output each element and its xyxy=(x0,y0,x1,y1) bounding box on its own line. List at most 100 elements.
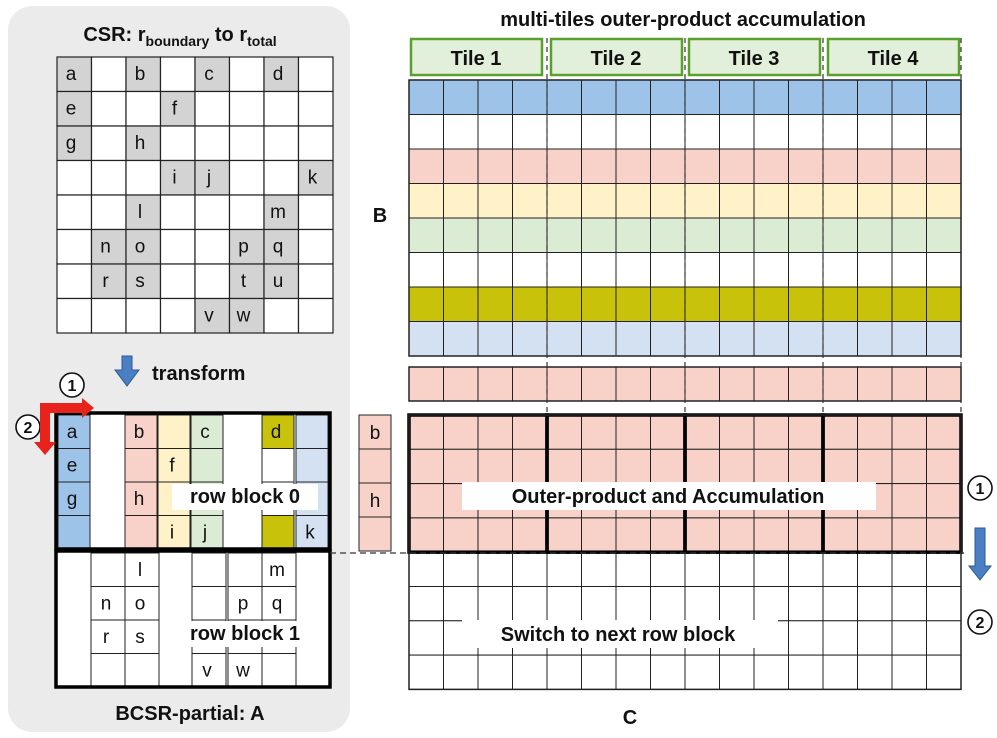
b-cell xyxy=(788,114,824,150)
bcsr-block1-cell xyxy=(90,653,126,688)
bcsr-a-label: a xyxy=(67,422,78,443)
b-cell xyxy=(615,217,651,253)
outer-label-bg xyxy=(462,482,876,510)
b-cell xyxy=(719,321,755,357)
c-cell xyxy=(581,517,617,553)
b-cell xyxy=(926,79,962,115)
outer-product-label: Outer-product and Accumulation xyxy=(512,486,825,508)
csr-cell xyxy=(159,159,196,196)
bcsr-a-label: g xyxy=(67,489,78,510)
bcsr-title: BCSR-partial: A xyxy=(115,703,264,725)
b-cell xyxy=(788,217,824,253)
csr-cell-label: l xyxy=(138,202,142,223)
bh-cell xyxy=(358,414,392,450)
b-cell xyxy=(788,321,824,357)
c-cell xyxy=(926,551,962,588)
bcsr-block0-label: k xyxy=(305,523,315,544)
row-block-1-border xyxy=(54,549,332,689)
right-marker-2: 2 xyxy=(967,609,993,635)
b-cell xyxy=(477,183,513,219)
csr-cell-label: o xyxy=(135,237,146,258)
bcsr-block1-cell xyxy=(124,653,160,688)
c-cell xyxy=(822,414,858,450)
bcsr-block0-label: c xyxy=(200,422,210,443)
csr-cell xyxy=(297,228,334,265)
b-cell xyxy=(753,252,789,288)
c-cell xyxy=(443,517,479,553)
b-cell xyxy=(753,148,789,184)
b-cell xyxy=(443,114,479,150)
csr-cell xyxy=(159,297,196,334)
csr-cell xyxy=(228,56,265,93)
csr-cell-label: t xyxy=(241,271,247,292)
b-cell xyxy=(408,148,444,184)
csr-cell xyxy=(194,263,231,300)
c-cell xyxy=(891,654,927,690)
c-cell xyxy=(926,620,962,656)
b-cell xyxy=(443,286,479,322)
b-cell xyxy=(857,217,893,253)
csr-cell xyxy=(263,297,300,334)
c-cell xyxy=(477,517,513,553)
csr-cell xyxy=(56,159,93,196)
bh-cell xyxy=(358,448,392,484)
b-cell xyxy=(615,286,651,322)
bcsr-block0-label: j xyxy=(202,523,207,544)
csr-cell xyxy=(159,263,196,300)
tile-header xyxy=(409,37,544,77)
c-cell xyxy=(857,620,893,656)
bcsr-block1-label: p xyxy=(238,594,249,615)
bcsr-block1-cell xyxy=(90,586,126,621)
c-cell xyxy=(650,448,686,485)
b-cell xyxy=(512,286,548,322)
b-cell xyxy=(788,286,824,322)
c-cell xyxy=(788,448,824,485)
broadcast-cell xyxy=(615,366,651,402)
bh-cell-label: h xyxy=(370,491,381,512)
c-cell xyxy=(857,448,893,485)
c-cell xyxy=(581,654,617,690)
c-cell xyxy=(443,414,479,450)
c-cell xyxy=(719,586,755,622)
c-cell xyxy=(857,517,893,553)
c-cell xyxy=(408,586,444,622)
c-cell xyxy=(546,414,582,450)
csr-cell-label: c xyxy=(204,64,214,85)
svg-text:1: 1 xyxy=(68,378,77,395)
b-cell xyxy=(546,79,582,115)
b-cell xyxy=(408,252,444,288)
b-cell xyxy=(719,79,755,115)
broadcast-cell xyxy=(684,366,720,402)
b-cell xyxy=(650,114,686,150)
b-cell xyxy=(753,183,789,219)
csr-cell xyxy=(194,228,231,265)
b-cell xyxy=(926,148,962,184)
c-cell xyxy=(753,448,789,485)
c-cell xyxy=(512,414,548,450)
b-cell xyxy=(684,148,720,184)
csr-cell xyxy=(159,228,196,265)
c-cell xyxy=(477,586,513,622)
b-cell xyxy=(926,321,962,357)
b-cell xyxy=(719,183,755,219)
csr-cell xyxy=(56,263,93,300)
csr-cell-label: s xyxy=(135,271,145,292)
bcsr-block1-cell xyxy=(124,586,160,621)
b-cell xyxy=(891,79,927,115)
c-cell xyxy=(684,448,720,485)
b-cell xyxy=(719,217,755,253)
c-cell xyxy=(477,551,513,588)
b-cell xyxy=(615,79,651,115)
csr-cell xyxy=(159,125,196,162)
svg-text:2: 2 xyxy=(24,420,33,437)
c-cell xyxy=(891,551,927,588)
c-cell xyxy=(684,551,720,588)
c-cell xyxy=(753,414,789,450)
bcsr-block1-label: m xyxy=(269,560,285,581)
c-cell xyxy=(477,414,513,450)
csr-cell-label: i xyxy=(172,168,176,189)
csr-cell xyxy=(297,297,334,334)
b-cell xyxy=(408,321,444,357)
transform-label: transform xyxy=(152,363,245,385)
c-cell xyxy=(822,551,858,588)
